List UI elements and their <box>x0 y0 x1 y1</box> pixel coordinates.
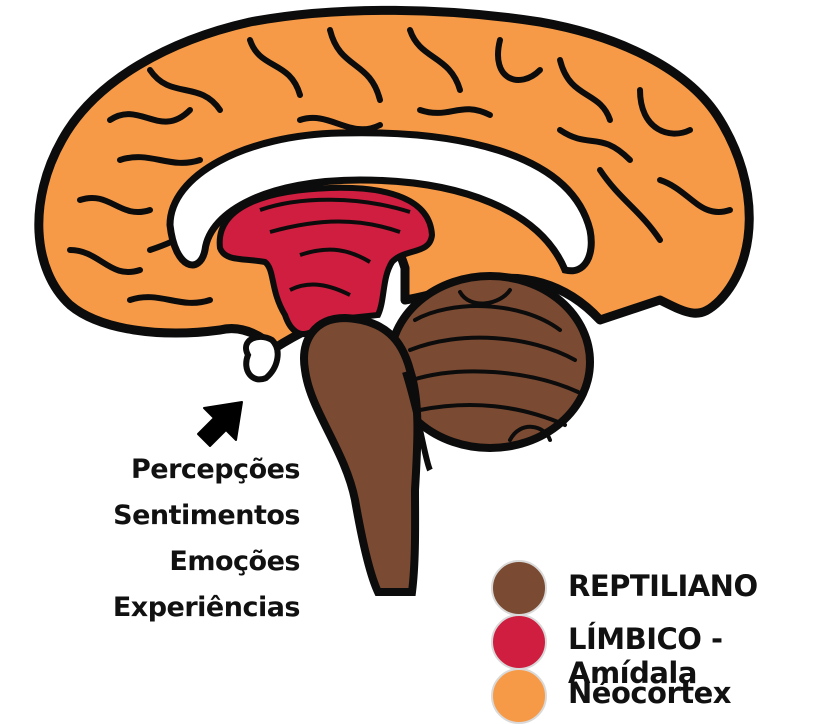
legend-dot-limbic <box>492 615 546 669</box>
annotation-line-emocoes: Emoções <box>113 539 300 585</box>
arrow-up-right-icon <box>198 402 242 446</box>
legend-dot-reptilian <box>492 561 546 615</box>
annotation-line-sentimentos: Sentimentos <box>113 493 300 539</box>
annotation-list: Percepções Sentimentos Emoções Experiênc… <box>113 447 300 631</box>
legend-label-reptilian: REPTILIANO <box>568 569 758 603</box>
legend-label-neocortex: Néocortex <box>568 676 731 710</box>
legend-dot-neocortex <box>492 669 546 723</box>
annotation-line-percepcoes: Percepções <box>113 447 300 493</box>
brainstem <box>304 318 417 592</box>
optic-structure <box>246 337 278 380</box>
annotation-line-experiencias: Experiências <box>113 585 300 631</box>
